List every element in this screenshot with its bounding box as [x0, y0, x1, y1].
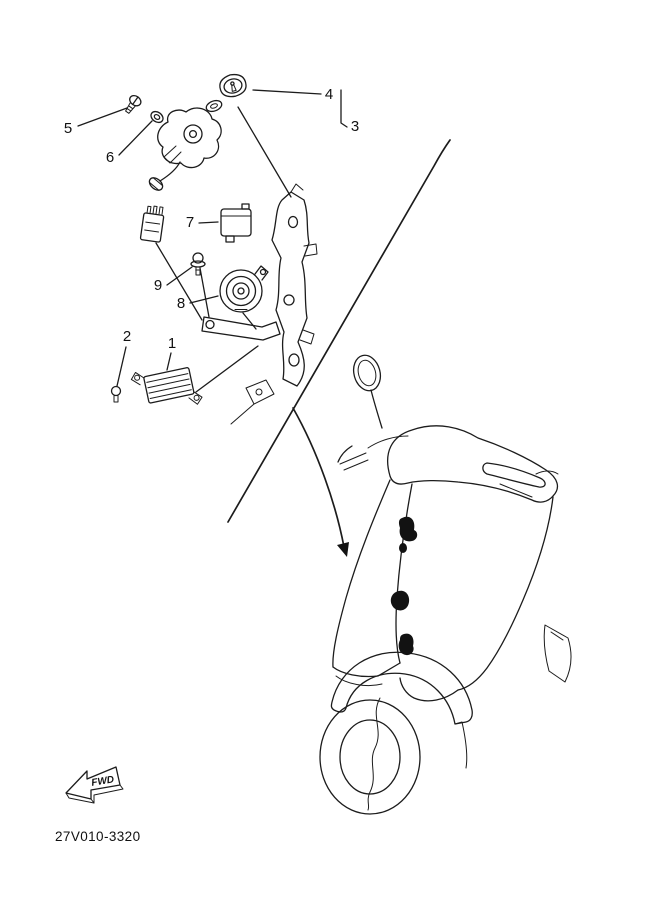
- leader-line-2: [116, 346, 127, 387]
- lock-cover-item-4: [205, 73, 247, 113]
- callout-numbers: 5 6 4 3 7 9 8 2 1: [64, 86, 359, 352]
- rectifier-item-1: [130, 367, 203, 405]
- fwd-direction-arrow: FWD: [65, 766, 124, 804]
- leader-line-6: [118, 120, 153, 156]
- callout-4: 4: [325, 86, 333, 103]
- screw-item-5: [125, 94, 142, 114]
- leader-lines: [77, 89, 348, 387]
- part-code: 27V010-3320: [55, 829, 140, 844]
- callout-1: 1: [168, 335, 176, 352]
- leader-line-4: [252, 89, 322, 95]
- bracket-arm: [201, 316, 281, 425]
- bolt-item-2: [110, 385, 122, 403]
- callout-9: 9: [154, 277, 162, 294]
- mirror: [352, 354, 383, 429]
- callout-7: 7: [186, 214, 194, 231]
- callout-2: 2: [123, 328, 131, 345]
- callout-6: 6: [106, 149, 114, 166]
- divider-line: [227, 139, 451, 523]
- part-location-blobs: [390, 516, 418, 656]
- front-fender: [330, 651, 473, 769]
- wire-connector: [139, 205, 165, 243]
- scooter-illustration: [319, 354, 572, 815]
- horn-item-8: [219, 265, 269, 313]
- callout-8: 8: [177, 295, 185, 312]
- callout-3: 3: [351, 118, 359, 135]
- frame-bracket: [271, 183, 318, 387]
- location-arrow: [292, 407, 349, 557]
- callout-5: 5: [64, 120, 72, 137]
- front-wheel: [319, 697, 421, 815]
- leader-line-9: [166, 266, 193, 286]
- washer-item-6: [150, 110, 164, 124]
- fwd-label: FWD: [91, 774, 115, 788]
- assembly-lines: [155, 106, 292, 393]
- leader-line-1: [166, 352, 172, 371]
- leader-line-7: [198, 221, 219, 224]
- front-body: [332, 425, 572, 702]
- relay-item-7: [220, 203, 252, 243]
- leader-line-5: [77, 107, 128, 127]
- exploded-view: 5 6 4 3 7 9 8 2 1: [64, 73, 359, 425]
- leader-line-8: [189, 295, 219, 304]
- handlebar: [337, 435, 559, 498]
- leader-line-3: [340, 89, 348, 128]
- bolt-item-9: [190, 252, 206, 276]
- main-switch-item-3: [148, 107, 222, 191]
